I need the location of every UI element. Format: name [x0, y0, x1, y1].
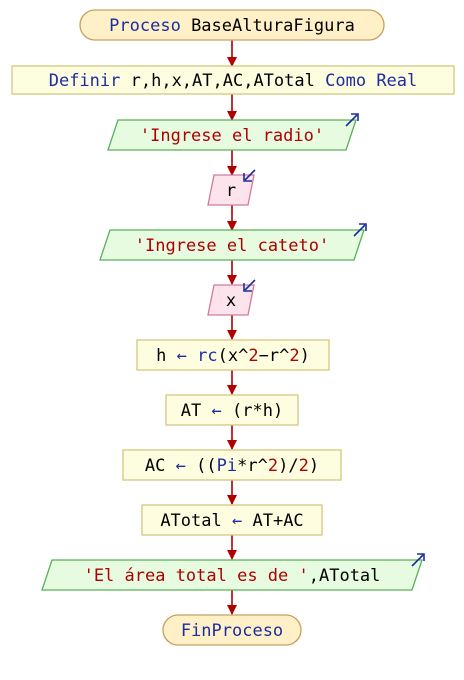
- assign-node-ac[interactable]: AC ← ((Pi*r^2)/2): [122, 449, 342, 481]
- svg-text:AT ← (r*h): AT ← (r*h): [181, 401, 283, 421]
- read-var-x: x: [226, 291, 236, 311]
- define-keyword: Definir: [49, 71, 121, 91]
- start-node[interactable]: Proceso BaseAlturaFigura: [79, 9, 385, 41]
- assign-h-a: x: [228, 346, 238, 366]
- output-arrow-icon: [345, 113, 359, 127]
- write-shape-result: [41, 559, 423, 591]
- define-shape: [11, 65, 455, 95]
- write-text-radio: 'Ingrese el radio': [140, 126, 324, 146]
- assign-arrow-icon: ←: [212, 401, 222, 421]
- assign-at-expr: (r*h): [232, 401, 283, 421]
- svg-text:AC ← ((Pi*r^2)/2): AC ← ((Pi*r^2)/2): [145, 456, 319, 476]
- write-text-cateto: 'Ingrese el cateto': [135, 236, 329, 256]
- assign-h-b: r: [269, 346, 279, 366]
- read-node-x[interactable]: x: [207, 279, 256, 316]
- assign-at-target: AT: [181, 401, 201, 421]
- assign-ac-two2: 2: [299, 456, 309, 476]
- define-como: Como: [325, 71, 366, 91]
- assign-ac-pi: Pi: [217, 456, 237, 476]
- write-text-result: 'El área total es de ': [84, 566, 309, 586]
- assign-shape-h: [136, 339, 330, 371]
- assign-ac-p1: ((: [196, 456, 216, 476]
- assign-h-target: h: [156, 346, 166, 366]
- read-var-r: r: [226, 181, 236, 201]
- read-shape-x: [207, 284, 255, 316]
- assign-h-n1: 2: [248, 346, 258, 366]
- define-vars: r,h,x,AT,AC,ATotal: [131, 71, 315, 91]
- svg-text:Definir r,h,x,AT,AC,ATotal Com: Definir r,h,x,AT,AC,ATotal Como Real: [49, 71, 418, 91]
- write-shape-radio: [107, 119, 357, 151]
- end-node[interactable]: FinProceso: [162, 614, 302, 646]
- assign-h-minus: −: [259, 346, 269, 366]
- assign-shape-ac: [122, 449, 342, 481]
- assign-h-close: ): [300, 346, 310, 366]
- assign-ac-mid: *r^: [237, 456, 268, 476]
- write-node-result[interactable]: 'El área total es de ',ATotal: [41, 553, 425, 591]
- read-node-r[interactable]: r: [207, 169, 256, 206]
- assign-arrow-icon: ←: [232, 511, 242, 531]
- assign-ac-target: AC: [145, 456, 165, 476]
- assign-h-op2: ^: [279, 346, 289, 366]
- svg-text:ATotal ← AT+AC: ATotal ← AT+AC: [160, 511, 303, 531]
- assign-arrow-icon: ←: [177, 346, 187, 366]
- read-shape-r: [207, 174, 255, 206]
- output-arrow-icon: [411, 553, 425, 567]
- svg-text:h ← rc(x^2−r^2): h ← rc(x^2−r^2): [156, 346, 310, 366]
- write-shape-cateto: [99, 229, 365, 261]
- assign-node-atotal[interactable]: ATotal ← AT+AC: [141, 504, 323, 536]
- input-arrow-icon: [243, 279, 256, 292]
- svg-text:Proceso BaseAlturaFigura: Proceso BaseAlturaFigura: [109, 16, 355, 36]
- assign-h-op1: ^: [238, 346, 248, 366]
- assign-node-at[interactable]: AT ← (r*h): [165, 394, 299, 426]
- assign-node-h[interactable]: h ← rc(x^2−r^2): [136, 339, 330, 371]
- assign-atotal-expr: AT+AC: [252, 511, 303, 531]
- svg-text:'El área total es de ',ATotal: 'El área total es de ',ATotal: [84, 566, 381, 586]
- start-keyword: Proceso: [109, 16, 181, 36]
- output-arrow-icon: [353, 223, 367, 237]
- write-node-cateto[interactable]: 'Ingrese el cateto': [99, 223, 367, 261]
- start-shape: [79, 9, 385, 41]
- assign-arrow-icon: ←: [176, 456, 186, 476]
- end-shape: [162, 614, 302, 646]
- assign-h-open: (: [218, 346, 228, 366]
- end-text: FinProceso: [181, 621, 283, 641]
- define-type: Real: [376, 71, 417, 91]
- start-name: BaseAlturaFigura: [191, 16, 355, 36]
- assign-ac-p2: )/: [278, 456, 298, 476]
- write-var-result: ,ATotal: [309, 566, 381, 586]
- write-node-radio[interactable]: 'Ingrese el radio': [107, 113, 359, 151]
- assign-shape-atotal: [141, 504, 323, 536]
- input-arrow-icon: [243, 169, 256, 182]
- assign-shape-at: [165, 394, 299, 426]
- assign-ac-two: 2: [268, 456, 278, 476]
- assign-atotal-target: ATotal: [160, 511, 221, 531]
- assign-h-func: rc: [197, 346, 217, 366]
- assign-h-n2: 2: [289, 346, 299, 366]
- define-node[interactable]: Definir r,h,x,AT,AC,ATotal Como Real: [11, 65, 455, 95]
- assign-ac-p3: ): [309, 456, 319, 476]
